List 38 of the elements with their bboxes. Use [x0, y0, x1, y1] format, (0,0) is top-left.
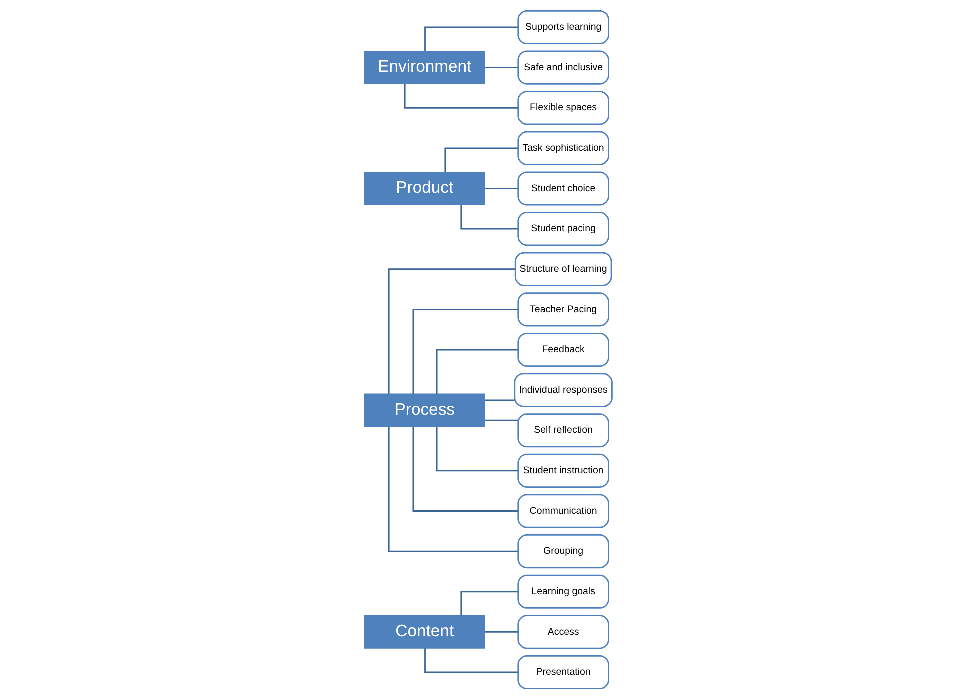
connector — [460, 205, 518, 230]
node-box: Content — [364, 616, 485, 649]
node-box: Student pacing — [517, 212, 609, 246]
connector — [412, 426, 518, 512]
connector — [484, 188, 518, 190]
node-box: Student instruction — [517, 454, 609, 488]
node-box: Supports learning — [517, 10, 609, 45]
node-box: Feedback — [517, 332, 609, 368]
connector — [388, 268, 515, 394]
connector — [404, 84, 518, 109]
node-box: Access — [517, 615, 609, 650]
connector — [388, 426, 518, 552]
connector — [484, 632, 518, 633]
connector — [460, 591, 518, 616]
connector — [424, 648, 518, 674]
node-box: Learning goals — [517, 574, 609, 609]
connector — [484, 420, 518, 422]
node-box: Presentation — [517, 655, 609, 690]
node-box: Product — [364, 172, 485, 206]
node-box: Task sophistication — [517, 131, 609, 166]
connector — [436, 427, 518, 472]
node-box: Self reflection — [517, 414, 609, 448]
connector — [484, 67, 518, 68]
node-box: Student choice — [517, 172, 609, 206]
node-box: Grouping — [517, 534, 609, 569]
node-box: Structure of learning — [514, 252, 612, 286]
node-box: Flexible spaces — [517, 91, 609, 126]
connector — [444, 148, 518, 172]
node-box: Safe and inclusive — [517, 50, 609, 85]
node-box: Process — [364, 394, 485, 428]
connector — [412, 309, 518, 394]
node-box: Teacher Pacing — [517, 292, 609, 327]
node-box: Communication — [517, 494, 609, 528]
connector — [436, 349, 518, 394]
connector — [484, 400, 514, 402]
node-box: Environment — [364, 51, 485, 84]
connector — [424, 26, 518, 52]
node-box: Individual responses — [514, 373, 612, 408]
